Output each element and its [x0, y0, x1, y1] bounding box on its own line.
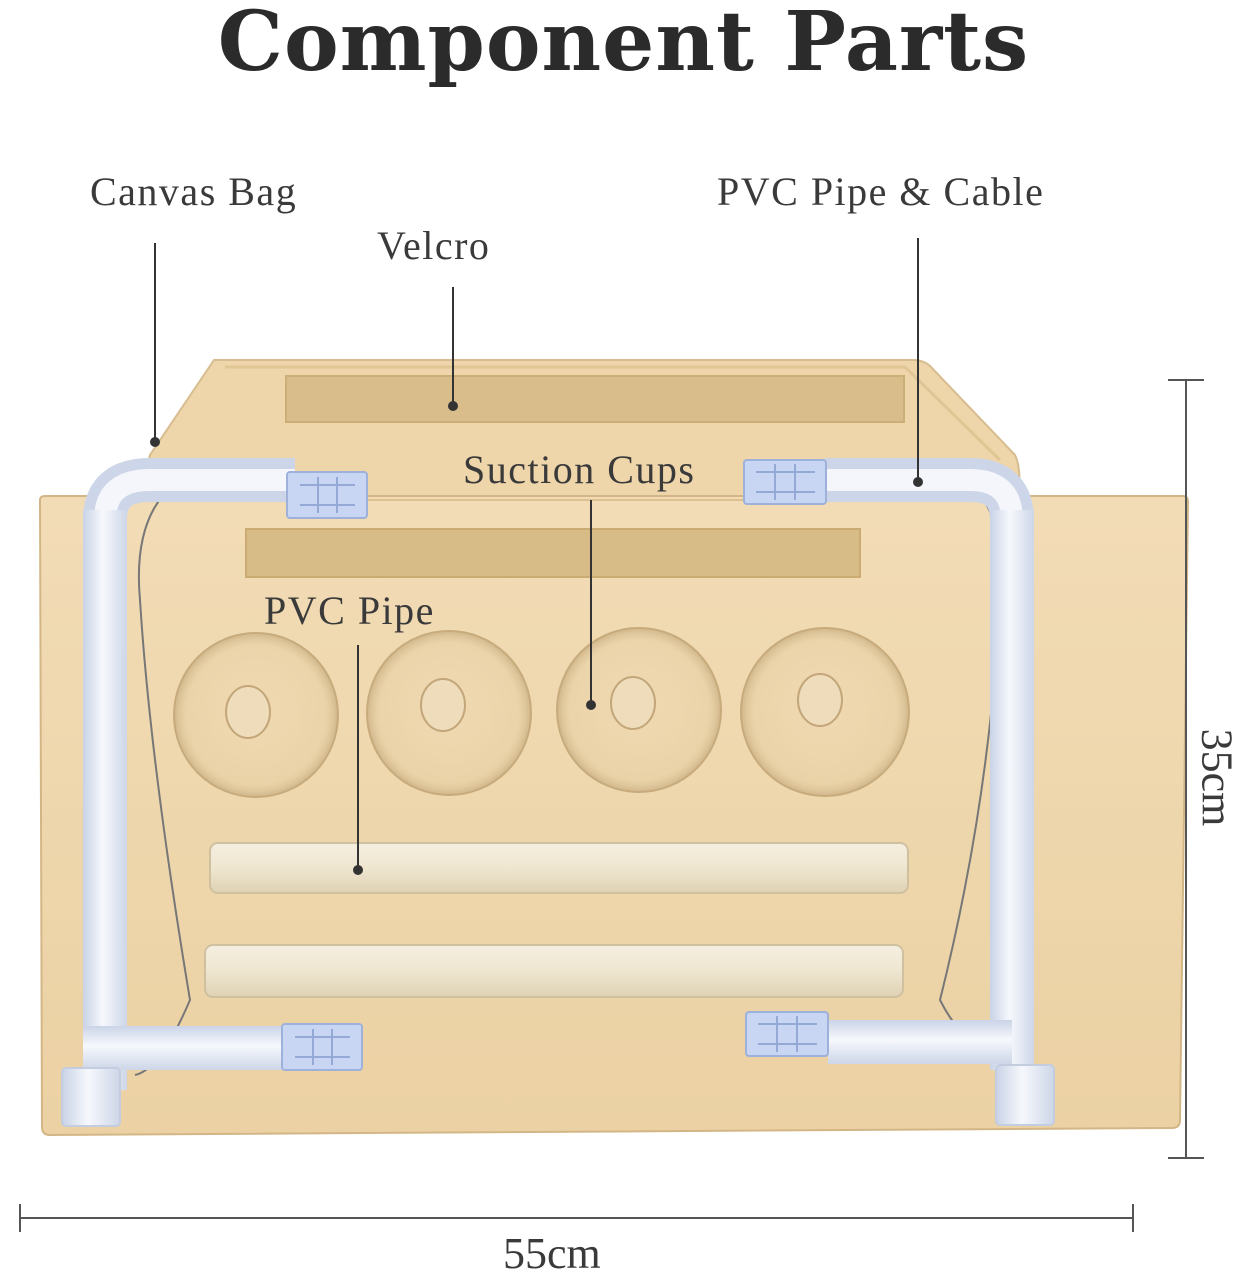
label-velcro: Velcro: [377, 223, 491, 268]
velcro-strip-bottom: [245, 528, 861, 578]
page-title: Component Parts: [217, 0, 1030, 90]
dimension-height: 35cm: [1192, 728, 1242, 827]
label-canvas-bag: Canvas Bag: [90, 169, 298, 214]
label-suction-cups: Suction Cups: [463, 447, 696, 492]
label-pvc-pipe: PVC Pipe: [264, 588, 435, 633]
suction-cups: [173, 627, 910, 798]
pvc-frame-left: [61, 458, 368, 1127]
pvc-frame-right: [743, 458, 1055, 1126]
dimension-lines: [19, 379, 1204, 1232]
pvc-pipes: [204, 842, 909, 998]
leader-lines: [150, 238, 923, 875]
velcro-strip-top: [285, 375, 905, 423]
dimension-width: 55cm: [503, 1229, 601, 1278]
label-pvc-pipe-cable: PVC Pipe & Cable: [717, 169, 1045, 214]
